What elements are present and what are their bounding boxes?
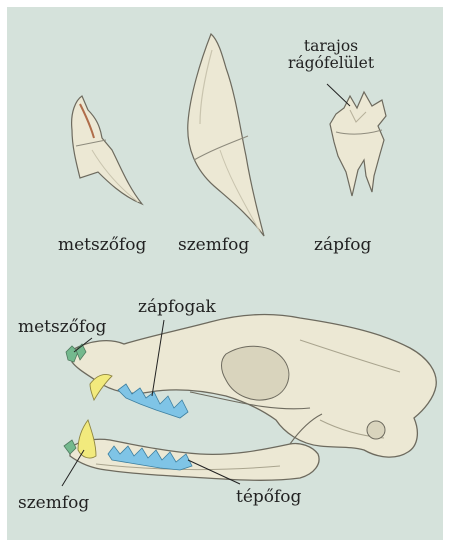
skull-incisor-label: metszőfog [18, 318, 106, 337]
molar-label: zápfog [314, 236, 371, 255]
molar-surface-pointer [327, 84, 350, 106]
skull-molars-label: zápfogak [138, 298, 216, 317]
canine-tooth-drawing [188, 34, 264, 236]
canine-label: szemfog [178, 236, 249, 255]
skull-canine-label: szemfog [18, 494, 89, 513]
molar-surface-label: tarajos rágófelület [276, 38, 386, 72]
skull-carnassial-label: tépőfog [236, 488, 301, 507]
incisor-tooth-drawing [72, 96, 142, 204]
incisor-label: metszőfog [58, 236, 146, 255]
molar-tooth-drawing [330, 92, 386, 196]
skull-drawing [64, 315, 436, 481]
